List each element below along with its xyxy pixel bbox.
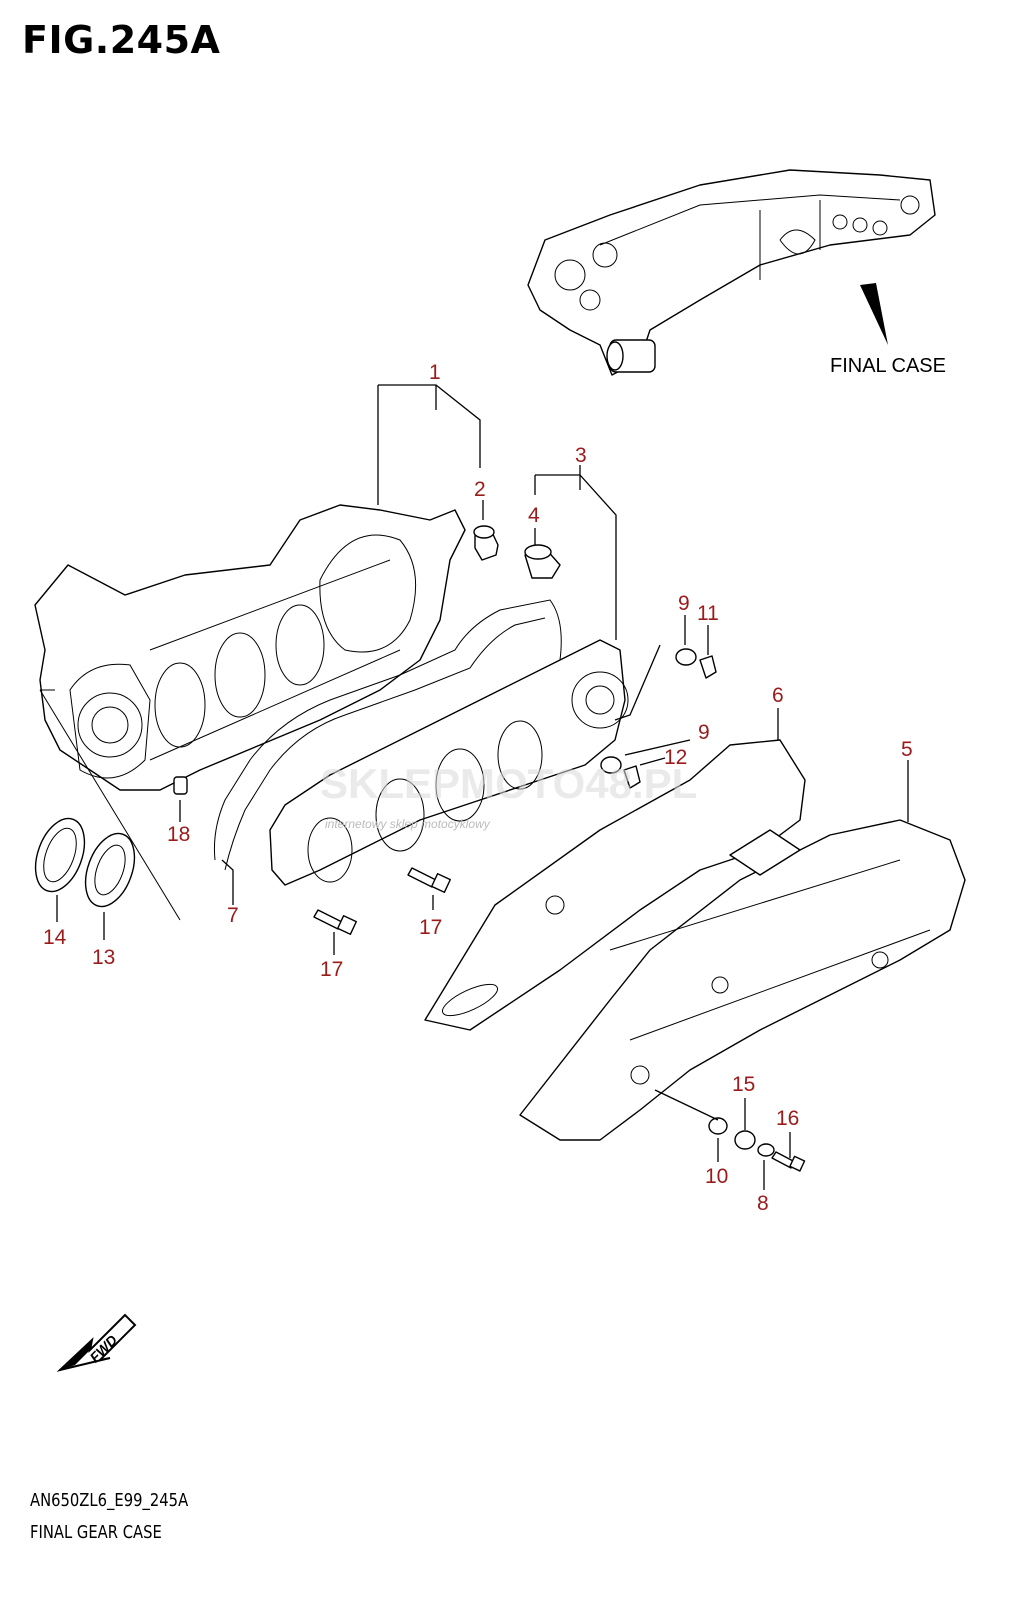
label-part-1: 1 bbox=[429, 361, 441, 384]
model-code: AN650ZL6_E99_245A bbox=[30, 1490, 189, 1511]
part-13-bearing bbox=[84, 832, 136, 908]
part-9-washer-a bbox=[675, 648, 697, 666]
leader-lines bbox=[56, 384, 909, 1190]
label-part-6: 6 bbox=[772, 684, 784, 707]
label-part-3: 3 bbox=[575, 444, 587, 467]
part-5-outer-cover bbox=[519, 819, 966, 1141]
label-part-18: 18 bbox=[167, 823, 190, 846]
part-12-plug bbox=[623, 765, 641, 789]
watermark-subtext: internetowy sklep motocyklowy bbox=[325, 817, 491, 831]
watermark-text: SKLEPMOTO48.PL bbox=[320, 760, 697, 807]
label-part-14: 14 bbox=[43, 926, 67, 949]
part-17-bolt-b bbox=[313, 909, 358, 936]
part-10-grommet bbox=[708, 1117, 728, 1135]
label-part-4: 4 bbox=[528, 504, 540, 527]
part-15-collar bbox=[734, 1130, 756, 1150]
figure-title: FIG.245A bbox=[22, 18, 221, 62]
label-part-7: 7 bbox=[227, 904, 239, 927]
figure-name: FINAL GEAR CASE bbox=[30, 1522, 162, 1543]
label-part-5: 5 bbox=[901, 738, 913, 761]
fwd-arrow-icon: FWD bbox=[56, 1313, 137, 1372]
final-case-pointer bbox=[860, 283, 888, 345]
cover-grip-plate bbox=[729, 829, 801, 876]
label-part-12: 12 bbox=[664, 746, 687, 769]
label-part-8: 8 bbox=[757, 1192, 769, 1215]
final-case-label: FINAL CASE bbox=[830, 355, 946, 377]
part-2-dowel bbox=[473, 525, 499, 561]
part-9-washer-b bbox=[600, 756, 622, 774]
part-16-bolt bbox=[771, 1151, 806, 1172]
gear-case-cover bbox=[269, 639, 629, 886]
part-number-labels: 1 2 3 4 5 6 7 8 9 9 10 11 12 13 14 15 16… bbox=[43, 361, 913, 1215]
part-8-washer bbox=[757, 1143, 775, 1157]
part-14-seal bbox=[34, 817, 86, 893]
part-17-bolt-a bbox=[407, 867, 452, 894]
part-4-bushing bbox=[524, 544, 561, 579]
gear-case-left bbox=[34, 504, 466, 921]
label-part-10: 10 bbox=[705, 1165, 728, 1188]
part-7-gasket bbox=[214, 599, 562, 861]
label-part-17-left: 17 bbox=[320, 958, 343, 981]
label-part-16: 16 bbox=[776, 1107, 799, 1130]
watermark: SKLEPMOTO48.PL internetowy sklep motocyk… bbox=[320, 760, 697, 831]
label-part-9-lower: 9 bbox=[698, 721, 710, 744]
label-part-11: 11 bbox=[697, 602, 719, 625]
part-11-plug bbox=[699, 655, 717, 679]
part-18-dowel bbox=[173, 776, 188, 795]
part-6-cover-plate bbox=[424, 739, 806, 1031]
label-part-15: 15 bbox=[732, 1073, 755, 1096]
label-part-9-upper: 9 bbox=[678, 592, 690, 615]
label-part-17-right: 17 bbox=[419, 916, 442, 939]
label-part-2: 2 bbox=[474, 478, 486, 501]
label-part-13: 13 bbox=[92, 946, 115, 969]
final-case-assembly: FINAL CASE bbox=[527, 169, 946, 377]
